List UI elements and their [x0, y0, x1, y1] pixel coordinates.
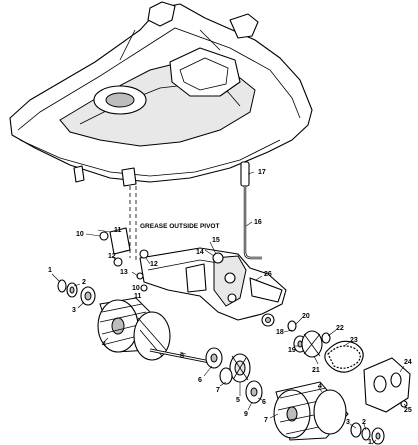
right-drive-assembly	[287, 320, 411, 413]
label-15: 15	[212, 237, 220, 244]
label-3: 3	[72, 307, 76, 314]
label-7: 7	[216, 387, 220, 394]
label-21: 21	[312, 367, 320, 374]
part-labels: 17 16 15 14 26 10 11 12 12 13 10 11 1 2 …	[48, 169, 412, 445]
label-5: 5	[236, 397, 240, 404]
front-roller	[97, 297, 171, 361]
label-2: 2	[82, 279, 86, 286]
label-1: 1	[48, 267, 52, 274]
pivot-bracket	[99, 227, 224, 292]
label-12: 12	[108, 253, 116, 260]
label-1b: 1	[368, 439, 372, 445]
label-13: 13	[120, 269, 128, 276]
label-6: 6	[198, 377, 202, 384]
label-4: 4	[102, 341, 106, 348]
label-11b: 11	[134, 293, 142, 300]
label-19: 19	[288, 347, 296, 354]
label-12b: 12	[150, 261, 158, 268]
label-11: 11	[114, 227, 122, 234]
leader-lines	[51, 171, 407, 445]
label-20: 20	[302, 313, 310, 320]
label-4b: 4	[318, 383, 322, 390]
left-axle-hardware	[57, 279, 96, 306]
label-14: 14	[196, 249, 204, 256]
label-8: 8	[180, 353, 184, 360]
label-25: 25	[404, 407, 412, 414]
label-26: 26	[264, 271, 272, 278]
grease-note: GREASE OUTSIDE PIVOT	[140, 223, 219, 230]
label-10: 10	[76, 231, 84, 238]
mower-deck	[9, 1, 313, 187]
label-18: 18	[276, 329, 284, 336]
label-23: 23	[350, 337, 358, 344]
label-6b: 6	[262, 399, 266, 406]
rear-roller	[273, 381, 349, 441]
label-3b: 3	[346, 419, 350, 426]
label-7b: 7	[264, 417, 268, 424]
label-16: 16	[254, 219, 262, 226]
roller-frame	[139, 247, 287, 327]
label-24: 24	[404, 359, 412, 366]
label-9: 9	[244, 411, 248, 418]
label-17: 17	[258, 169, 266, 176]
label-22: 22	[336, 325, 344, 332]
center-gear-set	[205, 347, 263, 404]
adjust-rod	[240, 161, 262, 260]
label-10b: 10	[132, 285, 140, 292]
label-2b: 2	[362, 419, 366, 426]
